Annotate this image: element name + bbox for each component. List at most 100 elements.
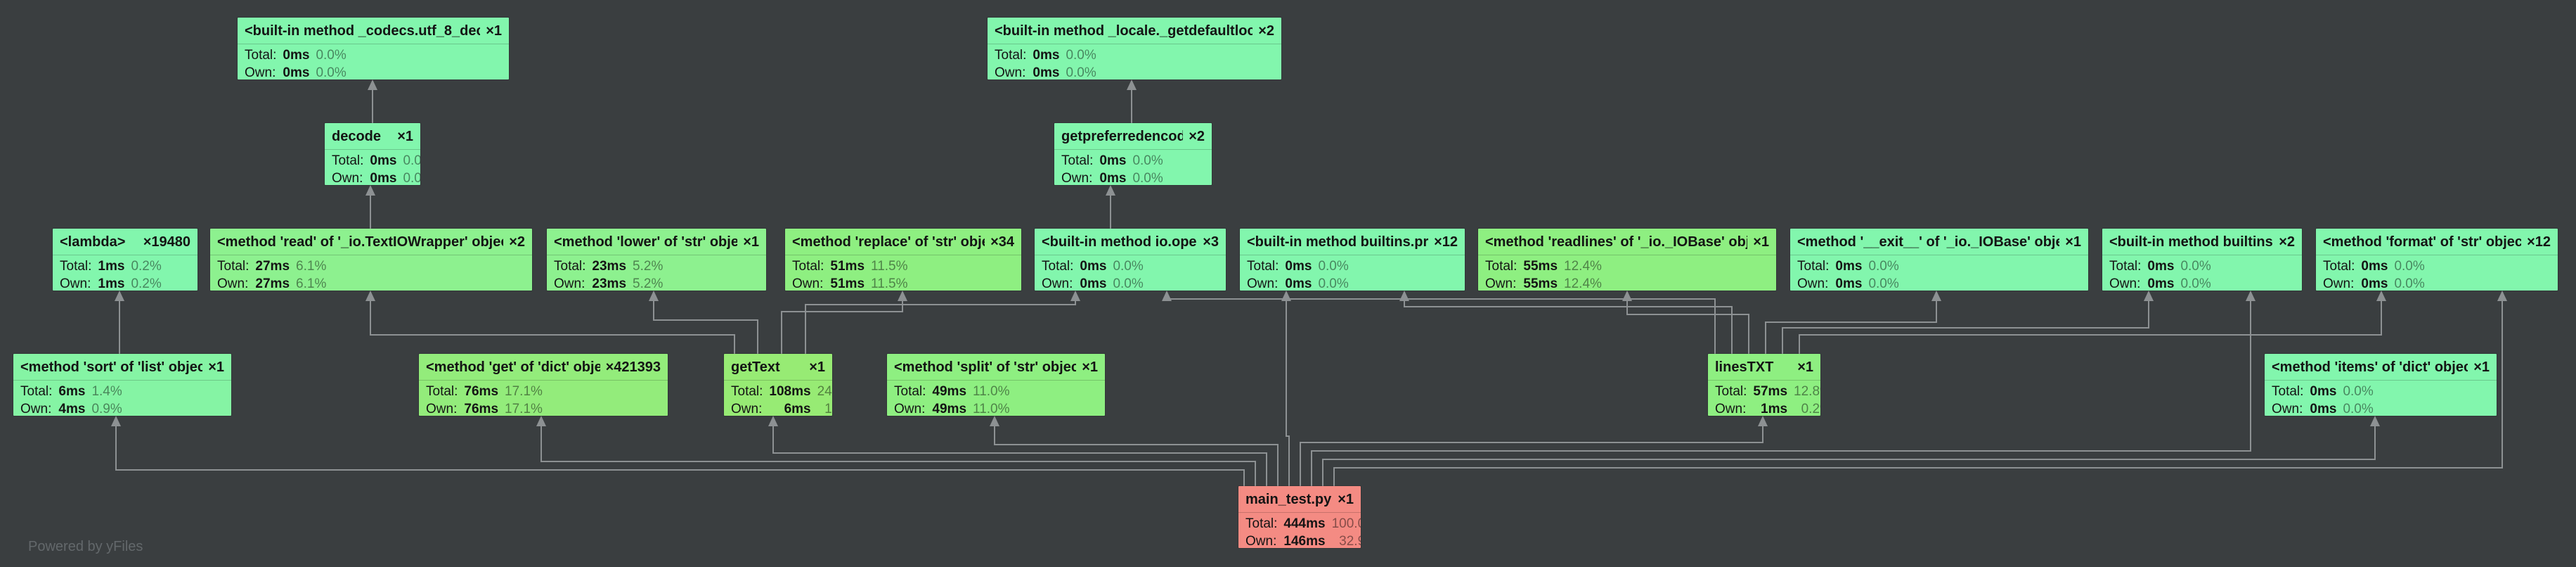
own-value: 6ms	[784, 402, 811, 416]
node-readlines[interactable]: <method 'readlines' of '_io._IOBase' obj…	[1478, 229, 1776, 291]
arrowhead-linesTXT-format	[2376, 291, 2386, 301]
call-count-badge: ×2	[509, 234, 525, 250]
total-label: Total:	[2323, 259, 2355, 274]
total-label: Total:	[894, 384, 926, 399]
function-name: <built-in method io.open>	[1042, 234, 1198, 250]
node-get[interactable]: <method 'get' of 'dict' objects> ×421393…	[419, 354, 668, 416]
call-count-badge: ×2	[2279, 234, 2295, 250]
own-label: Own:	[1485, 276, 1517, 291]
total-value: 55ms	[1523, 259, 1558, 274]
own-percent: 0.2%	[131, 276, 162, 291]
total-value: 0ms	[2310, 384, 2337, 399]
total-value: 76ms	[464, 384, 499, 399]
total-percent: 11.5%	[871, 259, 908, 274]
total-label: Total:	[1061, 153, 1094, 168]
call-count-badge: ×1	[2065, 234, 2081, 250]
total-value: 0ms	[1835, 259, 1863, 274]
node-stats: Total: 23ms 5.2% Own: 23ms 5.2%	[547, 255, 670, 291]
own-percent: 0.0%	[403, 171, 420, 185]
edge-main-print	[1286, 300, 1290, 486]
own-percent: 0.0%	[1066, 65, 1096, 79]
total-label: Total:	[1715, 384, 1747, 399]
node-split[interactable]: <method 'split' of 'str' objects> ×1 Tot…	[887, 354, 1105, 416]
total-percent: 100.0%	[1331, 516, 1361, 531]
own-label: Own:	[1245, 534, 1277, 548]
node-len[interactable]: <built-in method builtins.len> ×2 Total:…	[2102, 229, 2302, 291]
node-stats: Total: 55ms 12.4% Own: 55ms 12.4%	[1478, 255, 1609, 291]
total-value: 0ms	[1285, 259, 1312, 274]
arrowhead-main-get	[536, 416, 546, 426]
arrowhead-sort-lambda	[115, 291, 124, 301]
node-utf8_decode[interactable]: <built-in method _codecs.utf_8_decode> ×…	[238, 18, 509, 79]
total-percent: 0.0%	[1868, 259, 1899, 274]
own-value: 146ms	[1283, 534, 1326, 548]
total-label: Total:	[995, 48, 1027, 63]
own-percent: 12.4%	[1564, 276, 1602, 291]
total-percent: 0.0%	[1132, 153, 1163, 168]
own-label: Own:	[995, 65, 1026, 79]
node-print[interactable]: <built-in method builtins.print> ×12 Tot…	[1240, 229, 1465, 291]
node-title-row: <built-in method builtins.len> ×2	[2102, 229, 2302, 255]
node-title-row: <method 'split' of 'str' objects> ×1	[887, 354, 1105, 381]
node-main[interactable]: main_test.py ×1 Total: 444ms 100.0% Own:…	[1238, 486, 1361, 548]
node-getdefaultlocale[interactable]: <built-in method _locale._getdefaultloca…	[988, 18, 1281, 79]
call-count-badge: ×1	[208, 359, 224, 375]
own-label: Own:	[792, 276, 824, 291]
own-percent: 0.0%	[2394, 276, 2425, 291]
node-stats: Total: 0ms 0.0% Own: 0ms 0.0%	[1054, 150, 1170, 185]
own-label: Own:	[1797, 276, 1829, 291]
arrowhead-main-format	[2497, 291, 2507, 301]
total-label: Total:	[2272, 384, 2304, 399]
node-items[interactable]: <method 'items' of 'dict' objects> ×1 To…	[2265, 354, 2497, 416]
node-replace[interactable]: <method 'replace' of 'str' objects> ×34 …	[785, 229, 1021, 291]
total-percent: 0.0%	[1318, 259, 1349, 274]
node-getpreferredencoding[interactable]: getpreferredencoding ×2 Total: 0ms 0.0% …	[1054, 123, 1212, 185]
node-read[interactable]: <method 'read' of '_io.TextIOWrapper' ob…	[210, 229, 532, 291]
own-percent: 1.4%	[824, 402, 832, 416]
node-stats: Total: 49ms 11.0% Own: 49ms 11.0%	[887, 381, 1017, 416]
arrowhead-linesTXT-len	[2144, 291, 2154, 301]
node-title-row: <built-in method _codecs.utf_8_decode> ×…	[238, 18, 509, 44]
node-lower[interactable]: <method 'lower' of 'str' objects> ×1 Tot…	[547, 229, 766, 291]
function-name: <lambda>	[60, 234, 126, 250]
own-percent: 0.0%	[1113, 276, 1144, 291]
arrowhead-linesTXT-exit	[1931, 291, 1941, 301]
edge-main-len	[1311, 300, 2251, 486]
own-label: Own:	[332, 171, 363, 185]
edge-getText-replace	[781, 300, 903, 354]
edge-main-sort	[115, 425, 1245, 486]
node-stats: Total: 444ms 100.0% Own: 146ms 32.9%	[1238, 513, 1361, 548]
node-linesTXT[interactable]: linesTXT ×1 Total: 57ms 12.8% Own: 1ms 0…	[1708, 354, 1820, 416]
node-io_open[interactable]: <built-in method io.open> ×3 Total: 0ms …	[1035, 229, 1226, 291]
node-exit[interactable]: <method '__exit__' of '_io._IOBase' obje…	[1790, 229, 2088, 291]
node-format[interactable]: <method 'format' of 'str' objects> ×12 T…	[2316, 229, 2558, 291]
node-decode[interactable]: decode ×1 Total: 0ms 0.0% Own: 0ms 0.0%	[325, 123, 420, 185]
arrowhead-getText-read	[365, 291, 375, 301]
node-stats: Total: 0ms 0.0% Own: 0ms 0.0%	[1790, 255, 1906, 291]
arrowhead-read-decode	[365, 185, 375, 196]
node-stats: Total: 27ms 6.1% Own: 27ms 6.1%	[210, 255, 333, 291]
node-title-row: <built-in method _locale._getdefaultloca…	[988, 18, 1281, 44]
own-label: Own:	[731, 402, 763, 416]
total-value: 108ms	[769, 384, 811, 399]
own-value: 55ms	[1523, 276, 1558, 291]
call-count-badge: ×1	[809, 359, 825, 375]
total-value: 49ms	[932, 384, 967, 399]
total-percent: 0.0%	[2394, 259, 2425, 274]
own-value: 0ms	[1835, 276, 1863, 291]
node-sort[interactable]: <method 'sort' of 'list' objects> ×1 Tot…	[13, 354, 231, 416]
edge-main-linesTXT	[1300, 425, 1763, 486]
own-value: 1ms	[98, 276, 125, 291]
node-getText[interactable]: getText ×1 Total: 108ms 24.3% Own: 6ms 1…	[724, 354, 832, 416]
call-count-badge: ×1	[2473, 359, 2490, 375]
own-value: 1ms	[1761, 402, 1788, 416]
arrowhead-io_open-getpreferredencoding	[1106, 185, 1115, 196]
own-percent: 0.0%	[316, 65, 347, 79]
node-lambda[interactable]: <lambda> ×19480 Total: 1ms 0.2% Own: 1ms…	[53, 229, 198, 291]
node-title-row: <method '__exit__' of '_io._IOBase' obje…	[1790, 229, 2088, 255]
call-count-badge: ×19480	[143, 234, 190, 250]
own-percent: 0.9%	[91, 402, 122, 416]
own-value: 4ms	[58, 402, 86, 416]
total-label: Total:	[2109, 259, 2142, 274]
